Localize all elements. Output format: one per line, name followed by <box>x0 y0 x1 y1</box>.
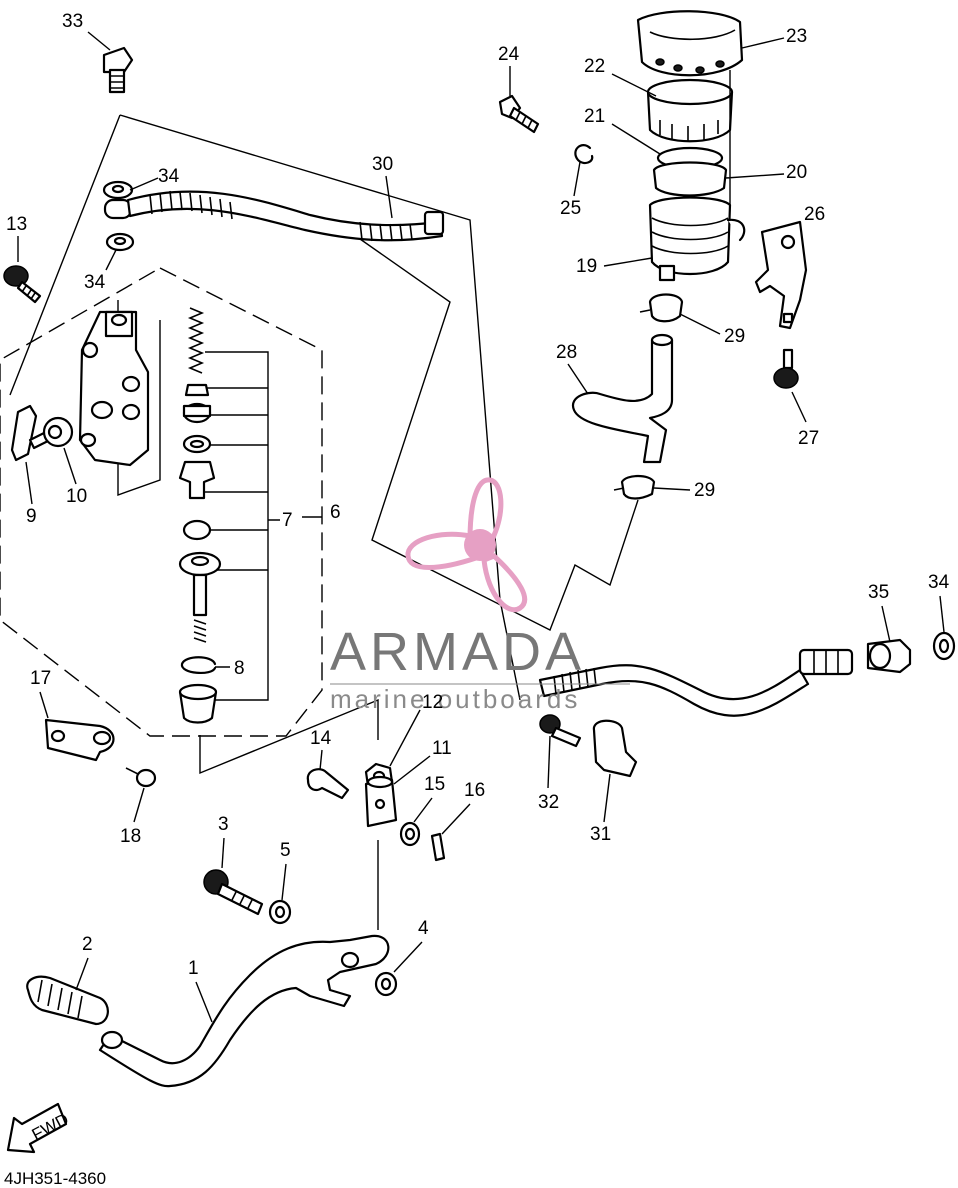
bolt-32 <box>539 714 582 748</box>
label-34-c: 34 <box>928 572 950 593</box>
label-11: 11 <box>432 738 452 759</box>
reservoir-cap-22 <box>646 78 734 143</box>
bolt-3 <box>203 869 264 916</box>
label-5: 5 <box>280 840 291 861</box>
label-34-a: 34 <box>158 166 180 187</box>
armada-watermark: ARMADA marine outboards <box>330 477 630 714</box>
piston-kit-7 <box>178 307 222 643</box>
hose-28 <box>571 333 674 464</box>
label-24: 24 <box>498 44 520 65</box>
label-29-a: 29 <box>724 326 745 347</box>
label-35: 35 <box>868 582 889 603</box>
pedal-rubber-2 <box>26 975 109 1026</box>
bolt-24 <box>498 94 540 134</box>
group-outline-6 <box>0 267 323 737</box>
fitting-35 <box>866 638 912 674</box>
bracket-7 <box>205 351 280 701</box>
leader-boundary-2 <box>119 114 521 701</box>
bolt-33 <box>102 46 134 94</box>
pin-14 <box>306 768 350 800</box>
label-10: 10 <box>66 486 87 507</box>
label-25: 25 <box>560 198 581 219</box>
hose-30 <box>126 190 445 242</box>
clamp-29-bottom <box>613 474 656 500</box>
hose-guide-31 <box>592 719 638 778</box>
brake-hose-lower <box>538 648 854 717</box>
watermark-subtitle: marine outboards <box>330 684 580 714</box>
label-26: 26 <box>804 204 825 225</box>
washer-4 <box>374 971 398 997</box>
washer-34-right <box>932 631 956 661</box>
banjo-30-end <box>103 198 133 220</box>
label-4: 4 <box>418 918 429 939</box>
label-29-b: 29 <box>694 480 715 501</box>
label-8: 8 <box>234 658 245 679</box>
label-15: 15 <box>424 774 445 795</box>
reservoir-cap-23 <box>636 10 744 77</box>
leader-boundary <box>199 698 379 775</box>
watermark-brand: ARMADA <box>330 622 585 682</box>
label-34-b: 34 <box>84 272 106 293</box>
clip-25 <box>574 144 594 165</box>
leader-boundary-4 <box>349 231 639 631</box>
boot-7 <box>178 683 218 724</box>
label-3: 3 <box>218 814 229 835</box>
clevis-11 <box>364 775 398 828</box>
label-28: 28 <box>556 342 577 363</box>
clamp-29-top <box>639 293 684 323</box>
cotter-pin-16 <box>430 832 446 862</box>
label-32: 32 <box>538 792 559 813</box>
bracket-17 <box>44 718 115 762</box>
label-31: 31 <box>590 824 611 845</box>
bleeder-cap-10 <box>42 416 74 448</box>
circlip-8 <box>180 656 217 674</box>
label-33: 33 <box>62 11 83 32</box>
label-1: 1 <box>188 958 199 979</box>
label-23: 23 <box>786 26 807 47</box>
brake-pedal-1 <box>98 934 390 1088</box>
label-21: 21 <box>584 106 605 127</box>
label-9: 9 <box>26 506 37 527</box>
label-16: 16 <box>464 780 485 801</box>
washer-5 <box>268 899 292 925</box>
bolt-27 <box>773 348 799 389</box>
washer-15 <box>399 821 421 847</box>
label-19: 19 <box>576 256 597 277</box>
master-cylinder-body <box>78 310 150 467</box>
bolt-18 <box>125 767 157 788</box>
label-17: 17 <box>30 668 51 689</box>
label-2: 2 <box>82 934 93 955</box>
label-12: 12 <box>422 692 443 713</box>
propeller-logo <box>405 477 528 613</box>
label-18: 18 <box>120 826 141 847</box>
label-22: 22 <box>584 56 605 77</box>
label-20: 20 <box>786 162 807 183</box>
fwd-arrow: FWD <box>6 1102 72 1154</box>
label-14: 14 <box>310 728 332 749</box>
diagram-code: 4JH351-4360 <box>4 1169 106 1188</box>
reservoir-19 <box>648 196 746 282</box>
bracket-26 <box>754 220 808 330</box>
label-30: 30 <box>372 154 393 175</box>
callout-labels: 33 34 13 34 9 10 7 6 8 30 24 22 23 21 20… <box>4 11 950 1188</box>
label-7: 7 <box>282 510 293 531</box>
label-6: 6 <box>330 502 341 523</box>
diaphragm-plate-20 <box>652 161 728 197</box>
label-13: 13 <box>6 214 27 235</box>
bolt-13 <box>3 265 42 304</box>
label-27: 27 <box>798 428 819 449</box>
